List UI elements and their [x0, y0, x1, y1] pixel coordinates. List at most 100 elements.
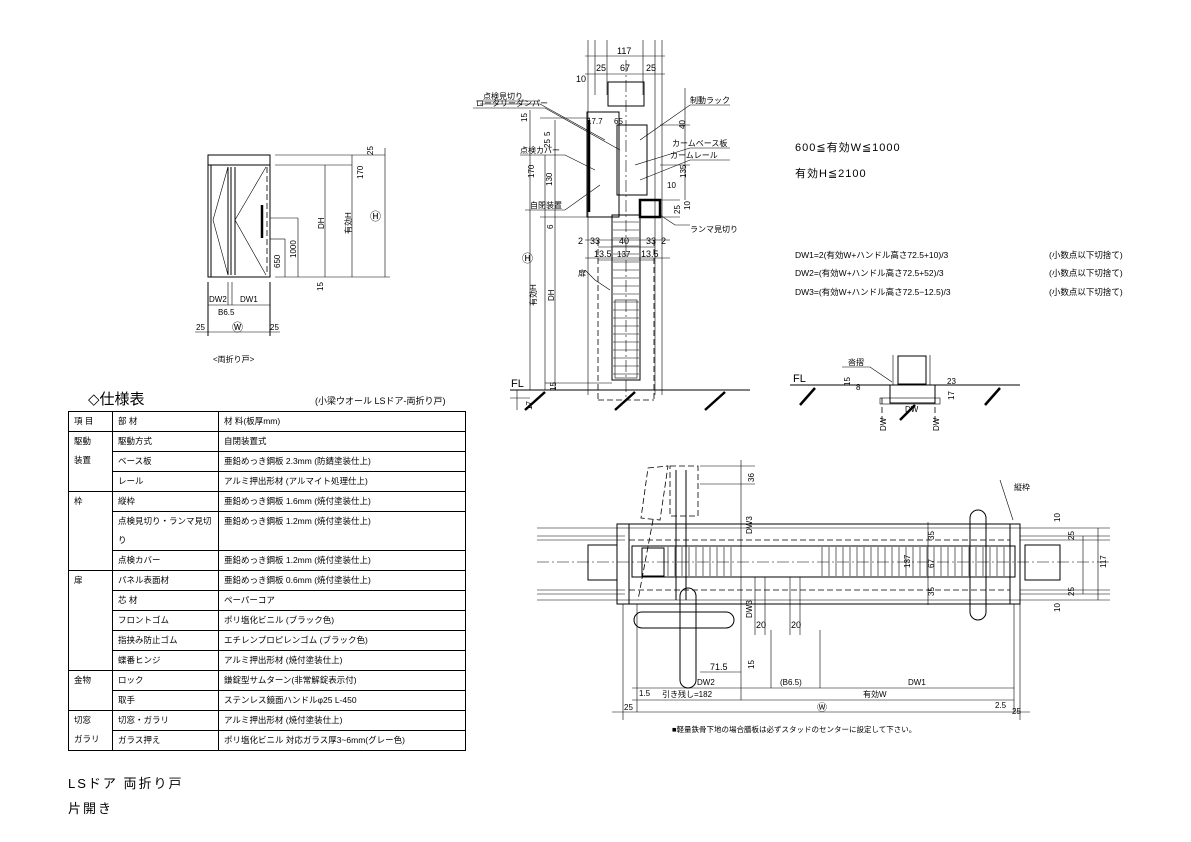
label-vertical-frame: 縦枠 — [1014, 482, 1030, 492]
spec-row: 扉パネル表面材亜鉛めっき鋼板 0.6mm (焼付塗装仕上) — [68, 570, 466, 671]
section-dim-135: 135 — [679, 164, 688, 178]
vertical-section: 117 25 67 25 10 15 17.7 65 40 5 25 170 1… — [473, 40, 750, 411]
spec-material: ステンレス鏡面ハンドルφ25 L-450 — [218, 690, 466, 711]
formula-dw1: DW1=2(有効W+ハンドル高さ72.5+10)/3 — [795, 250, 949, 260]
dim-dw2: DW2 — [209, 295, 227, 304]
front-elevation: 25 170 DH 有効H Ⓗ 1000 650 15 DW2 DW1 B6.5… — [195, 146, 390, 364]
spec-part: レール — [112, 471, 219, 492]
dim-top: 25 — [366, 146, 375, 155]
spec-material: 亜鉛めっき鋼板 1.6mm (焼付塗装仕上) — [218, 491, 466, 512]
label-self-closer: 自閉装置 — [530, 200, 562, 210]
section-dim-10a: 10 — [576, 74, 586, 84]
spec-row: 駆動装置駆動方式自閉装置式 — [68, 431, 466, 492]
section-dim-25a: 25 — [596, 63, 606, 73]
section-dim-13-5a: 13.5 — [594, 249, 612, 259]
plan-dim-35b: 35 — [927, 587, 936, 596]
spec-group: 金物 — [68, 670, 113, 711]
formula-dw3: DW3=(有効W+ハンドル高さ72.5−12.5)/3 — [795, 287, 951, 297]
sill-dim-8: 8 — [856, 383, 861, 392]
plan-dim-25b: 25 — [1067, 587, 1076, 596]
plan-dim-71-5: 71.5 — [710, 662, 728, 672]
section-dim-dh: DH — [547, 289, 556, 301]
sill-dim-17: 17 — [947, 391, 956, 400]
spec-row: 取手ステンレス鏡面ハンドルφ25 L-450 — [69, 690, 466, 711]
spec-material: アルミ押出形材 (焼付塗装仕上) — [218, 650, 466, 671]
plan-dim-dw1: DW1 — [908, 678, 926, 687]
spec-group: 枠 — [68, 491, 113, 571]
plan-dim-67: 67 — [927, 559, 936, 568]
sill-dim-15: 15 — [843, 377, 852, 386]
spec-table-subtitle: (小梁ウオール LSドア-両折り戸) — [315, 396, 446, 406]
section-dim-33a: 33 — [590, 236, 600, 246]
spec-group: 駆動装置 — [68, 431, 113, 492]
spec-part: 芯 材 — [112, 590, 219, 611]
spec-header-row: 項 目 部 材 材 料(板厚mm) — [68, 411, 466, 432]
plan-dim-36: 36 — [747, 473, 756, 482]
section-dim-15a: 15 — [520, 113, 529, 122]
spec-material: 自閉装置式 — [218, 431, 466, 452]
section-dim-130: 130 — [545, 172, 554, 186]
spec-row: 蝶番ヒンジアルミ押出形材 (焼付塗装仕上) — [69, 650, 466, 671]
spec-row: フロントゴムポリ塩化ビニル (ブラック色) — [69, 610, 466, 631]
label-rotary-damper: ロータリーダンパー — [476, 98, 548, 108]
plan-dim-20b: 20 — [791, 620, 801, 630]
section-dim-170: 170 — [527, 164, 536, 178]
label-transom-trim: ランマ見切り — [690, 225, 738, 234]
plan-dim-dw2: DW2 — [697, 678, 715, 687]
sill-dim-dw-c: DW — [932, 417, 941, 431]
spec-part: 点検カバー — [112, 550, 219, 571]
plan-dim-25-left: 25 — [624, 703, 633, 712]
spec-part: 点検見切り・ランマ見切り — [112, 511, 219, 551]
spec-material: 亜鉛めっき鋼板 2.3mm (防錆塗装仕上) — [218, 451, 466, 472]
spec-group-label: ガラリ — [74, 734, 100, 744]
section-dim-15b: 15 — [549, 382, 558, 391]
section-dim-117: 117 — [617, 46, 631, 56]
plan-dim-15: 15 — [747, 660, 756, 669]
dim-h: Ⓗ — [370, 210, 381, 223]
spec-part: 取手 — [112, 690, 219, 711]
spec-material: ポリ塩化ビニル (ブラック色) — [218, 610, 466, 631]
spec-part: パネル表面材 — [112, 570, 219, 591]
installation-note: ■軽量鉄骨下地の場合膳板は必ずスタッドのセンターに設定して下さい。 — [672, 725, 917, 734]
spec-row: 点検カバー亜鉛めっき鋼板 1.2mm (焼付塗装仕上) — [69, 550, 466, 571]
spec-part: ガラス押え — [112, 730, 219, 751]
plan-dim-25-right: 25 — [1012, 707, 1021, 716]
spec-material: エチレンプロピレンゴム (ブラック色) — [218, 630, 466, 651]
spec-row: 切窓ガラリ切窓・ガラリアルミ押出形材 (焼付塗装仕上) — [68, 710, 466, 751]
dim-effective-h: 有効H — [343, 212, 353, 234]
spec-part: ベース板 — [112, 451, 219, 472]
spec-part: フロントゴム — [112, 610, 219, 631]
plan-effective-w: 有効W — [863, 689, 887, 699]
dim-dh: DH — [317, 217, 326, 229]
spec-row: 枠縦枠亜鉛めっき鋼板 1.6mm (焼付塗装仕上) — [68, 491, 466, 571]
section-dim-17-7: 17.7 — [587, 117, 603, 126]
section-dim-effective-h: 有効H — [528, 284, 538, 306]
dim-w: Ⓦ — [232, 321, 243, 334]
section-dim-67: 67 — [620, 63, 630, 73]
spec-row: レールアルミ押出形材 (アルマイト処理仕上) — [69, 471, 466, 492]
section-dim-25c: 25 — [673, 205, 682, 214]
sill-dim-23: 23 — [947, 377, 956, 386]
door-panel-hatch — [667, 547, 1005, 576]
plan-dim-1-5: 1.5 — [639, 689, 651, 698]
plan-dim-b65: (B6.5) — [780, 678, 802, 687]
spec-group-label: 装置 — [74, 455, 92, 465]
dim-1000: 1000 — [289, 240, 298, 258]
sill-label: 沓摺 — [848, 357, 864, 367]
spec-material: ポリ塩化ビニル 対応ガラス厚3~6mm(グレー色) — [218, 730, 466, 751]
section-dim-5: 5 — [543, 131, 552, 136]
plan-dim-117: 117 — [1099, 555, 1108, 568]
header-item: 項 目 — [68, 411, 113, 432]
sill-fl-label: FL — [793, 373, 806, 385]
spec-group-label: 扉 — [74, 575, 83, 585]
spec-table: 項 目 部 材 材 料(板厚mm) 駆動装置駆動方式自閉装置式ベース板亜鉛めっき… — [68, 411, 466, 751]
dim-15: 15 — [316, 282, 325, 291]
formula-dw2-note: (小数点以下切捨て) — [1049, 268, 1123, 278]
plan-dim-2-5: 2.5 — [995, 701, 1007, 710]
drawing-subtitle: 片開き — [68, 801, 114, 816]
drawing-title: LSドア 両折り戸 — [68, 776, 184, 791]
header-material: 材 料(板厚mm) — [218, 411, 466, 432]
spec-group-label: 枠 — [74, 496, 83, 506]
spec-group: 扉 — [68, 570, 113, 671]
spec-material: 亜鉛めっき鋼板 1.2mm (焼付塗装仕上) — [218, 511, 466, 551]
